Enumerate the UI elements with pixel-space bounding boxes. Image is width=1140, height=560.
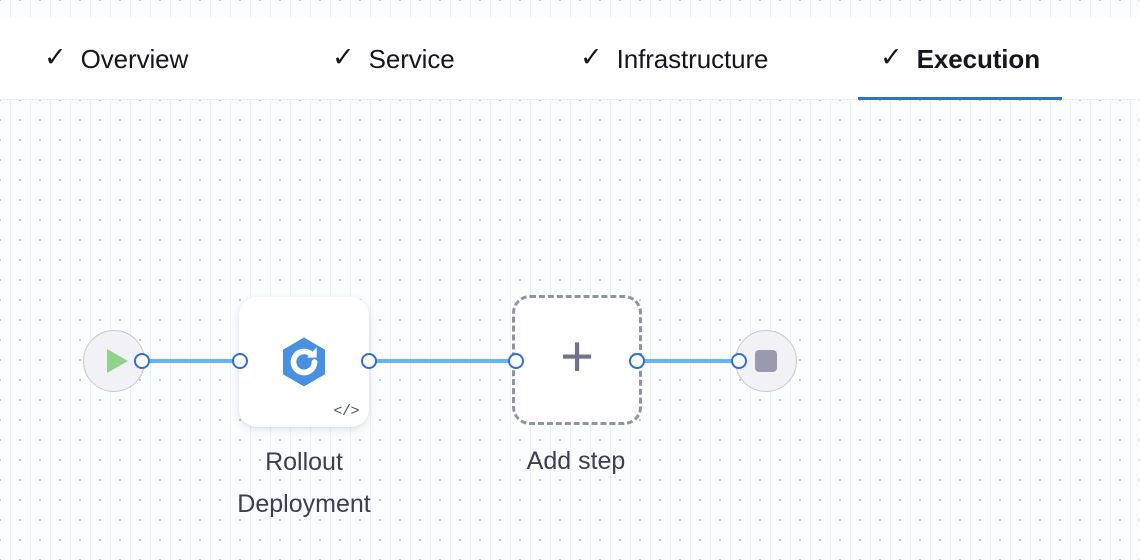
tab-active-underline [858, 97, 1062, 101]
check-icon: ✓ [580, 42, 603, 72]
port-end-input[interactable] [731, 353, 747, 369]
check-icon: ✓ [880, 42, 903, 72]
port-rollout-input[interactable] [232, 353, 248, 369]
tab-service[interactable]: ✓ Service [310, 18, 477, 100]
tab-label: Service [368, 43, 455, 74]
stop-icon [755, 350, 777, 372]
add-step-caption: Add step [526, 447, 626, 475]
tab-label: Execution [916, 43, 1040, 74]
canvas-top-strip [0, 0, 1140, 18]
code-icon[interactable]: </> [333, 403, 359, 420]
edge-add-step-to-end [634, 359, 740, 363]
rollout-deployment-caption: Rollout Deployment [237, 448, 371, 518]
tab-execution[interactable]: ✓ Execution [858, 18, 1062, 101]
check-icon: ✓ [44, 42, 67, 72]
play-icon [106, 349, 128, 373]
rollout-deployment-step[interactable]: </> [239, 297, 369, 427]
port-start-output[interactable] [134, 353, 150, 369]
tab-overview[interactable]: ✓ Overview [22, 18, 210, 100]
tab-label: Infrastructure [616, 43, 769, 74]
pipeline-stage-tabs: ✓ Overview ✓ Service ✓ Infrastructure ✓ … [0, 18, 1140, 101]
tab-label: Overview [80, 43, 189, 74]
edge-rollout-to-add-step [366, 359, 518, 363]
rollout-deployment-icon [283, 337, 325, 387]
port-rollout-output[interactable] [361, 353, 377, 369]
tab-infrastructure[interactable]: ✓ Infrastructure [558, 18, 790, 100]
start-node[interactable] [83, 330, 145, 392]
edge-start-to-rollout [140, 359, 244, 363]
port-add-step-output[interactable] [629, 353, 645, 369]
check-icon: ✓ [332, 42, 355, 72]
port-add-step-input[interactable] [508, 353, 524, 369]
add-step-node[interactable]: + [512, 295, 642, 425]
plus-icon: + [560, 324, 594, 389]
